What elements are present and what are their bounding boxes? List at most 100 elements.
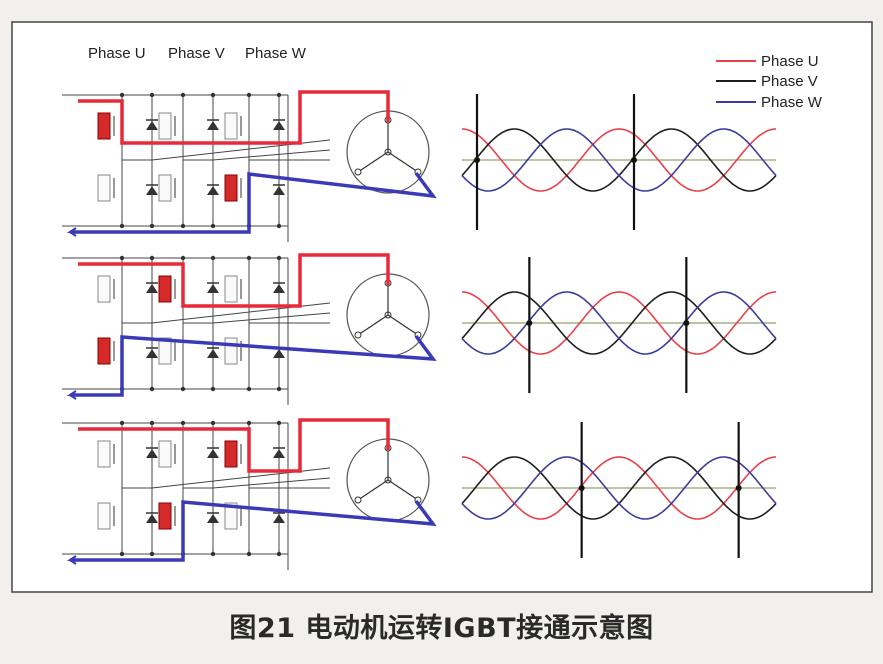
diode-symbol	[207, 121, 219, 130]
igbt-diagram: Phase U Phase V Phase W Phase U Phase V …	[11, 21, 873, 593]
igbt-u-high	[97, 275, 111, 303]
junction-dot	[119, 551, 125, 557]
current-path-positive	[78, 418, 390, 473]
diode-symbol	[273, 514, 285, 523]
current-arrow	[66, 390, 78, 400]
junction-dot	[210, 255, 216, 261]
legend-label-u: Phase U	[761, 53, 819, 70]
motor-terminal	[354, 168, 362, 176]
igbt-u-high	[97, 440, 111, 468]
time-marker-dot	[474, 157, 480, 163]
igbt-w-low	[224, 502, 238, 530]
junction-dot	[210, 420, 216, 426]
diode-symbol	[273, 121, 285, 130]
phase-label-v: Phase V	[168, 45, 225, 62]
junction-dot	[149, 386, 155, 392]
diode-symbol	[207, 514, 219, 523]
panel-2	[62, 253, 777, 405]
diode-symbol	[207, 186, 219, 195]
current-path-negative	[70, 499, 437, 562]
current-path-positive	[78, 253, 390, 308]
motor-winding	[357, 151, 389, 173]
junction-dot	[119, 420, 125, 426]
legend-label-v: Phase V	[761, 73, 818, 90]
igbt-u-high	[97, 112, 111, 140]
motor-winding	[387, 151, 419, 173]
motor-winding	[357, 479, 389, 501]
igbt-v-high	[158, 440, 172, 468]
junction-dot	[180, 92, 186, 98]
motor-winding	[387, 314, 419, 336]
igbt-u-low	[97, 174, 111, 202]
igbt-w-high	[224, 112, 238, 140]
motor-terminal	[354, 496, 362, 504]
legend: Phase U Phase V Phase W	[716, 53, 823, 111]
current-arrow	[66, 555, 78, 565]
junction-dot	[210, 223, 216, 229]
junction-dot	[149, 420, 155, 426]
igbt-w-low	[224, 174, 238, 202]
junction-dot	[246, 255, 252, 261]
panel-1	[62, 90, 777, 242]
igbt-v-low	[158, 174, 172, 202]
junction-dot	[210, 551, 216, 557]
legend-label-w: Phase W	[761, 94, 823, 111]
igbt-w-high	[224, 440, 238, 468]
igbt-v-low	[158, 502, 172, 530]
igbt-u-low	[97, 337, 111, 365]
junction-dot	[276, 92, 282, 98]
junction-dot	[119, 255, 125, 261]
igbt-w-high	[224, 275, 238, 303]
diode-symbol	[146, 121, 158, 130]
junction-dot	[246, 386, 252, 392]
junction-dot	[246, 420, 252, 426]
diode-symbol	[146, 186, 158, 195]
time-marker-dot	[631, 157, 637, 163]
diode-symbol	[273, 186, 285, 195]
junction-dot	[276, 551, 282, 557]
diode-symbol	[146, 284, 158, 293]
junction-dot	[276, 255, 282, 261]
waveform-phase-w	[461, 291, 777, 355]
junction-dot	[276, 223, 282, 229]
diode-symbol	[273, 349, 285, 358]
time-marker-dot	[578, 485, 585, 491]
phase-output-wire	[212, 149, 331, 161]
diode-symbol	[273, 449, 285, 458]
junction-dot	[119, 92, 125, 98]
time-marker-dot	[526, 320, 533, 326]
time-marker-dot	[735, 485, 742, 491]
figure-caption: 图21 电动机运转IGBT接通示意图	[229, 613, 654, 644]
current-path-negative	[70, 171, 437, 234]
phase-output-wire	[212, 477, 331, 489]
diode-symbol	[207, 284, 219, 293]
junction-dot	[149, 255, 155, 261]
junction-dot	[246, 551, 252, 557]
junction-dot	[180, 420, 186, 426]
igbt-v-high	[158, 112, 172, 140]
diode-symbol	[207, 349, 219, 358]
igbt-w-low	[224, 337, 238, 365]
current-path-negative	[70, 334, 437, 397]
igbt-v-low	[158, 337, 172, 365]
junction-dot	[276, 386, 282, 392]
junction-dot	[180, 223, 186, 229]
motor-terminal	[354, 331, 362, 339]
junction-dot	[180, 255, 186, 261]
junction-dot	[210, 386, 216, 392]
diagram-border	[11, 21, 873, 593]
panel-3	[62, 418, 777, 570]
phase-output-wire	[212, 312, 331, 324]
junction-dot	[276, 420, 282, 426]
motor-winding	[387, 479, 419, 501]
junction-dot	[149, 551, 155, 557]
junction-dot	[149, 223, 155, 229]
junction-dot	[246, 92, 252, 98]
waveform-phase-w	[461, 128, 777, 192]
diode-symbol	[273, 284, 285, 293]
current-arrow	[66, 227, 78, 237]
junction-dot	[210, 92, 216, 98]
motor-winding	[357, 314, 389, 336]
diode-symbol	[146, 449, 158, 458]
igbt-v-high	[158, 275, 172, 303]
